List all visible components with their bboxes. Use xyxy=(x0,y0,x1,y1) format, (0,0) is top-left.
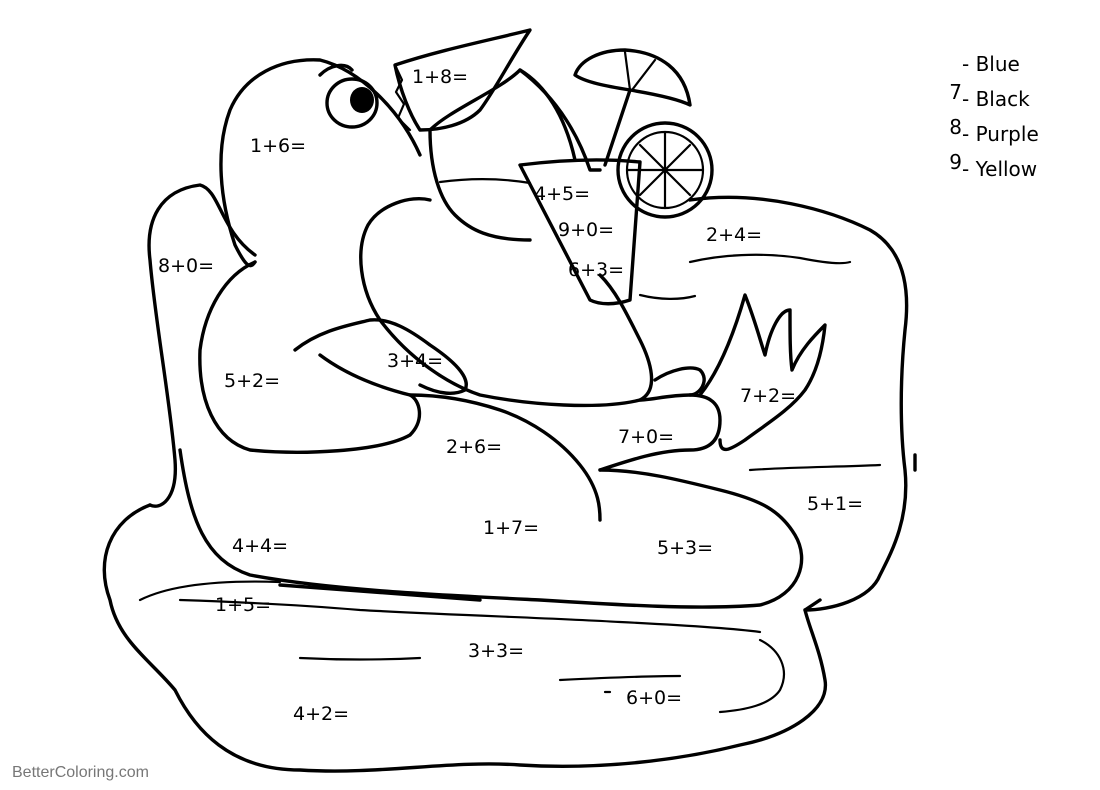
drink-glass xyxy=(518,158,642,306)
color-key-separator: - xyxy=(962,87,976,111)
penguin-wing xyxy=(293,318,468,395)
drink-straw xyxy=(518,68,577,162)
umbrella-stick xyxy=(603,88,632,167)
penguin-lower-body xyxy=(408,393,602,522)
color-key-color: Blue xyxy=(975,52,1020,76)
equation-label: 1+6= xyxy=(250,135,307,157)
penguin-body-outline xyxy=(219,58,422,268)
equation-label: 5+1= xyxy=(807,493,864,515)
water-ripple xyxy=(178,598,762,634)
water-ripple xyxy=(558,674,682,682)
drink-jar-body xyxy=(428,128,532,242)
water-ripple xyxy=(298,656,422,661)
float-ring-right-outline xyxy=(688,195,909,612)
penguin-tail xyxy=(653,366,706,397)
penguin-pupil xyxy=(350,87,374,113)
water-ripple xyxy=(278,583,482,602)
color-key-separator: - xyxy=(962,157,976,181)
equation-label: 3+3= xyxy=(468,640,525,662)
color-key-number: 7 xyxy=(949,80,962,104)
float-ring-back-outline xyxy=(147,183,257,508)
site-credit: BetterColoring.com xyxy=(12,764,149,781)
color-key-row: 8- Purple xyxy=(940,113,1090,148)
equation-label: 1+5= xyxy=(215,594,272,616)
penguin-belly xyxy=(359,197,654,408)
equation-label: 1+7= xyxy=(483,517,540,539)
equation-label: 7+0= xyxy=(618,426,675,448)
penguin-beak xyxy=(393,28,532,132)
penguin-chest-outline xyxy=(198,260,422,454)
penguin-leg xyxy=(598,393,722,472)
equation-label: 6+0= xyxy=(626,687,683,709)
penguin-eyebrow xyxy=(318,63,354,77)
equation-label: 9+0= xyxy=(558,219,615,241)
drink-umbrella xyxy=(573,48,692,107)
color-key-color: Purple xyxy=(975,122,1039,146)
color-key: - Blue 7- Black 8- Purple 9- Yellow xyxy=(940,50,1090,183)
umbrella-rib xyxy=(623,50,657,92)
equation-label: 5+3= xyxy=(657,537,714,559)
penguin-eye xyxy=(325,77,379,129)
water-ripple xyxy=(748,463,882,472)
equation-label: 4+5= xyxy=(534,183,591,205)
color-key-color: Yellow xyxy=(975,157,1038,181)
equation-label: 4+4= xyxy=(232,535,289,557)
color-key-number: 9 xyxy=(949,150,962,174)
color-key-separator: - xyxy=(962,52,976,76)
orange-segments xyxy=(626,130,704,210)
equation-label: 2+4= xyxy=(706,224,763,246)
equation-label: 8+0= xyxy=(158,255,215,277)
drink-liquid-line xyxy=(438,178,532,185)
color-key-row: - Blue xyxy=(940,50,1090,78)
color-key-color: Black xyxy=(975,87,1030,111)
penguin-foot xyxy=(698,293,827,452)
color-key-row: 9- Yellow xyxy=(940,148,1090,183)
color-key-row: 7- Black xyxy=(940,78,1090,113)
color-key-separator: - xyxy=(962,122,976,146)
equation-label: 6+3= xyxy=(568,259,625,281)
equation-label: 4+2= xyxy=(293,703,350,725)
water-ripple xyxy=(638,293,697,300)
color-key-number: 8 xyxy=(949,115,962,139)
equation-label: 2+6= xyxy=(446,436,503,458)
water-ripple xyxy=(718,638,785,714)
water-ripple xyxy=(688,253,852,265)
equation-label: 5+2= xyxy=(224,370,281,392)
float-ring-front-tube xyxy=(178,448,804,609)
equation-label: 1+8= xyxy=(412,66,469,88)
equation-label: 3+4= xyxy=(387,350,444,372)
water-ripple xyxy=(138,580,282,602)
orange-slice xyxy=(616,121,714,219)
water-puddle-outline xyxy=(102,503,828,773)
beak-jagged-line xyxy=(393,63,412,132)
equation-label: 7+2= xyxy=(740,385,797,407)
